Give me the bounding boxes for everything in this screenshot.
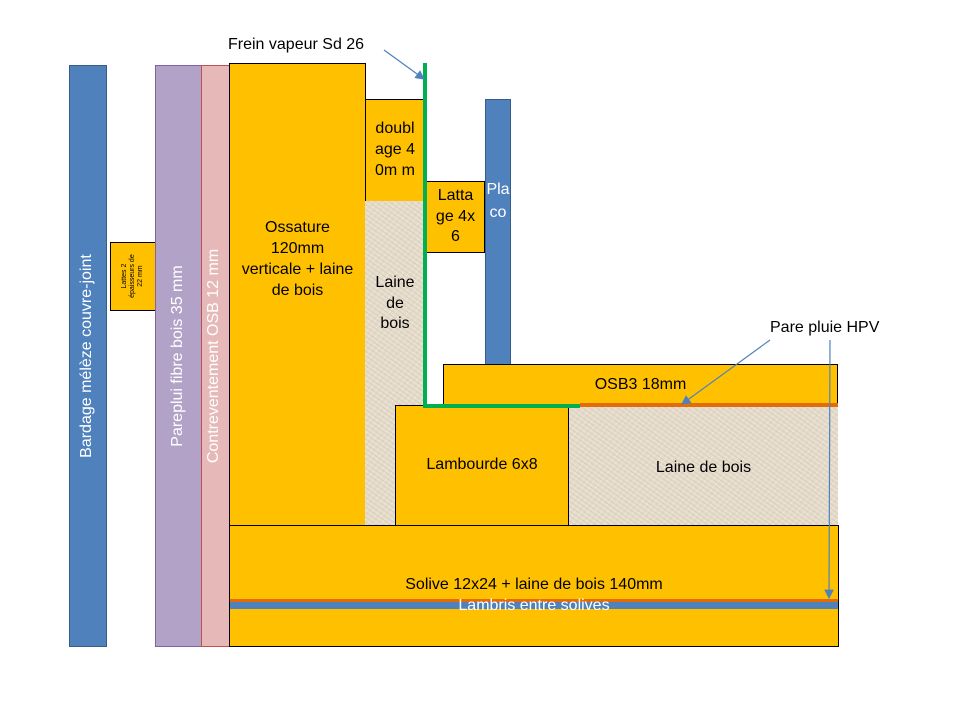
lattes-label: Lattes 2 épaisseurs de 22 mm [120, 254, 145, 299]
ossature-label: Ossature 120mm verticale + laine de bois [241, 219, 354, 299]
lattes-box: Lattes 2 épaisseurs de 22 mm [110, 242, 156, 311]
lambourde-label: Lambourde 6x8 [426, 456, 538, 474]
doublage-label: doubl age 40m m [374, 120, 416, 179]
contreventement-bar [201, 65, 230, 647]
osb3-label: OSB3 18mm [594, 375, 687, 393]
placo-label: Placo [486, 181, 510, 221]
laine-sol-box: Laine de bois [569, 405, 838, 526]
placo-bar [485, 99, 511, 365]
doublage-box: doubl age 40m m [365, 99, 425, 202]
contreventement-label: Contreventement OSB 12 mm [205, 248, 222, 464]
laine-sol-label: Laine de bois [655, 459, 752, 477]
lambris-strip [230, 602, 838, 609]
lambris-label: Lambris entre solives [458, 597, 610, 614]
lattage-box: Latta ge 4x6 [426, 181, 485, 253]
pareplui-fibre-label: Pareplui fibre bois 35 mm [169, 265, 186, 447]
lattage-label: Latta ge 4x6 [435, 186, 476, 246]
solive-box [229, 525, 839, 647]
solive-label: Solive 12x24 + laine de bois 140mm [405, 576, 663, 593]
pare-pluie-membrane-floor [230, 599, 838, 602]
bardage-label: Bardage mélèze couvre-joint [78, 254, 95, 458]
lambourde-box: Lambourde 6x8 [395, 405, 569, 526]
frein-vapeur-label: Frein vapeur Sd 26 [228, 36, 365, 53]
pareplui-fibre-bar [155, 65, 202, 647]
ossature-box: Ossature 120mm verticale + laine de bois [229, 63, 366, 527]
frein-vapeur-arrow [383, 49, 425, 80]
laine-mur-label: Laine de bois [375, 273, 415, 333]
osb3-box: OSB3 18mm [443, 364, 838, 406]
bardage-bar [69, 65, 107, 647]
pare-pluie-label: Pare pluie HPV [770, 319, 880, 336]
